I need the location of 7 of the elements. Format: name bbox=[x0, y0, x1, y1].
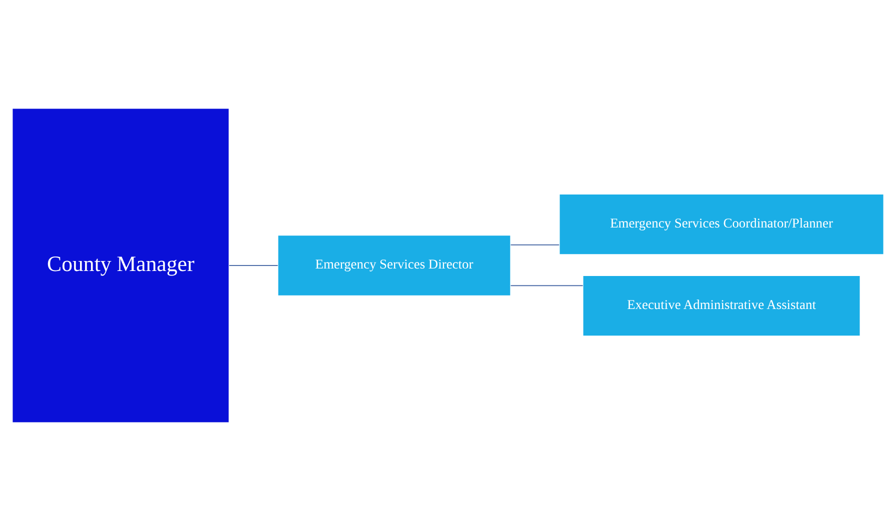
node-box: Emergency Services Director bbox=[277, 234, 512, 296]
connector bbox=[510, 244, 560, 246]
node-box: County Manager bbox=[12, 108, 230, 424]
node-box: Executive Administrative Assistant bbox=[582, 275, 861, 336]
connector bbox=[510, 285, 583, 286]
node-box: Emergency Services Coordinator/Planner bbox=[558, 194, 884, 255]
connector bbox=[229, 265, 278, 266]
